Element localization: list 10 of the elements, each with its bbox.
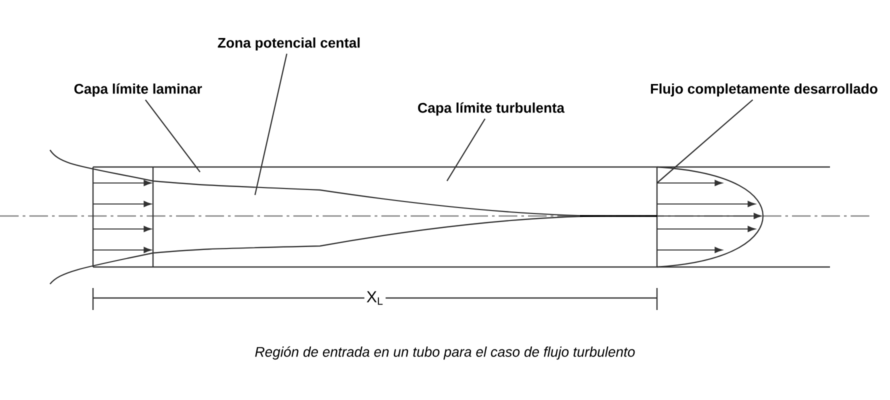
caption: Región de entrada en un tubo para el caso de flujo turbulento <box>255 346 635 360</box>
leader-line <box>656 99 754 184</box>
leader-line <box>144 100 200 172</box>
callout-label: Capa límite turbulenta <box>418 102 565 116</box>
leader-line <box>446 118 486 182</box>
callout-label: Flujo completamente desarrollado <box>650 83 878 97</box>
dimension-label: X$_{L}$ <box>364 289 386 307</box>
callout-label: Zona potencial cental <box>218 37 360 51</box>
callout-label: Capa límite laminar <box>74 83 202 97</box>
leader-line <box>254 54 288 196</box>
